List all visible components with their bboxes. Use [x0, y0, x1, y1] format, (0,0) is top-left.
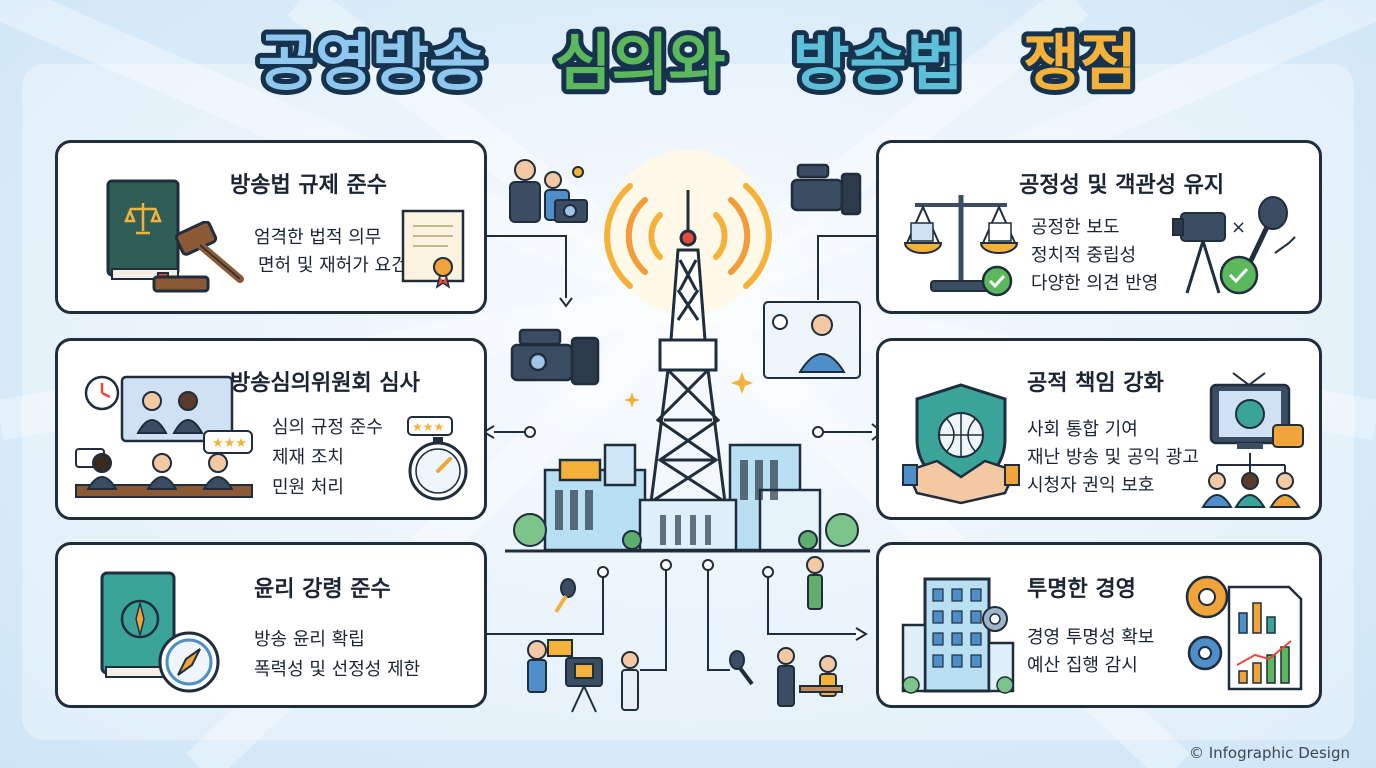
interview-desk-icon [777, 556, 843, 707]
signal-waves-icon [604, 183, 772, 289]
card-ethics-code: 윤리 강령 준수 방송 윤리 확립 폭력성 및 선정성 제한 [55, 542, 487, 708]
film-crew-icon [527, 639, 639, 713]
card-line: 예산 집행 감시 [1027, 655, 1138, 676]
camera-crew-icon [509, 159, 588, 223]
card-review-committee: 방송심의위원회 심사 심의 규정 준수 제재 조치 민원 처리 ★★★ ★★★ [55, 338, 487, 520]
card-transparent-management: 투명한 경영 경영 투명성 확보 예산 집행 감시 [876, 542, 1322, 708]
card-line: 민원 처리 [272, 477, 344, 498]
card-line: 면허 및 재허가 요건 [258, 255, 408, 276]
trees [513, 513, 859, 550]
card-line: 심의 규정 준수 [272, 417, 383, 438]
compass-icon [158, 631, 220, 693]
stopwatch-icon: ★★★ [407, 416, 468, 501]
gavel-icon [152, 221, 244, 293]
camera-microphone-icon: × [1172, 196, 1296, 295]
card-line: 공정한 보도 [1031, 217, 1120, 238]
report-chart-icon [1185, 575, 1303, 691]
shield-globe-icon [902, 383, 1020, 505]
card-line: 경영 투명성 확보 [1027, 627, 1155, 648]
card-title: 방송심의위원회 심사 [230, 371, 420, 396]
credit-text: © Infographic Design [1188, 744, 1350, 762]
card-broadcast-law: 방송법 규제 준수 엄격한 법적 의무 면허 및 재허가 요건 [55, 140, 487, 314]
card-line: 시청자 권익 보호 [1027, 475, 1155, 496]
video-camera-icon-2 [790, 163, 862, 216]
card-line: 방송 윤리 확립 [254, 629, 365, 650]
card-title: 방송법 규제 준수 [230, 173, 387, 198]
card-line: 폭력성 및 선정성 제한 [254, 659, 421, 680]
svg-text:×: × [1231, 217, 1246, 238]
tv-audience-icon [1201, 372, 1304, 508]
title-part-3: 방송법 [792, 26, 963, 99]
microphone-icon [554, 578, 754, 686]
broadcast-tower-icon [648, 190, 728, 511]
office-building-icon [901, 577, 1015, 694]
title-part-4: 쟁점 [1023, 26, 1137, 99]
card-fairness: 공정성 및 객관성 유지 공정한 보도 정치적 중립성 다양한 의견 반영 × [876, 140, 1322, 314]
svg-text:★★★: ★★★ [212, 436, 247, 451]
title-part-2: 심의와 [554, 26, 725, 99]
card-line: 다양한 의견 반영 [1031, 273, 1159, 294]
sparkles [624, 372, 753, 408]
ethics-book-icon [100, 571, 176, 678]
scroll-certificate-icon [401, 209, 465, 289]
connector-lines [482, 235, 884, 671]
committee-meeting-icon: ★★★ [75, 375, 253, 498]
card-title: 공정성 및 객관성 유지 [1019, 173, 1225, 198]
video-camera-icon [510, 328, 600, 386]
card-line: 엄격한 법적 의무 [254, 227, 382, 248]
card-line: 사회 통합 기여 [1027, 419, 1138, 440]
scales-icon [903, 195, 1019, 297]
card-line: 정치적 중립성 [1031, 245, 1137, 266]
svg-text:★★★: ★★★ [412, 420, 444, 434]
card-title: 윤리 강령 준수 [254, 577, 391, 602]
title-part-1: 공영방송 [258, 26, 486, 99]
presenter-icon [763, 301, 861, 379]
card-line: 제재 조치 [272, 447, 344, 468]
card-line: 재난 방송 및 공익 광고 [1027, 447, 1199, 468]
page-title: 공영방송 심의와 방송법 쟁점 [253, 21, 1142, 104]
card-title: 공적 책임 강화 [1027, 371, 1164, 396]
card-public-responsibility: 공적 책임 강화 사회 통합 기여 재난 방송 및 공익 광고 시청자 권익 보… [876, 338, 1322, 520]
card-title: 투명한 경영 [1027, 577, 1136, 602]
